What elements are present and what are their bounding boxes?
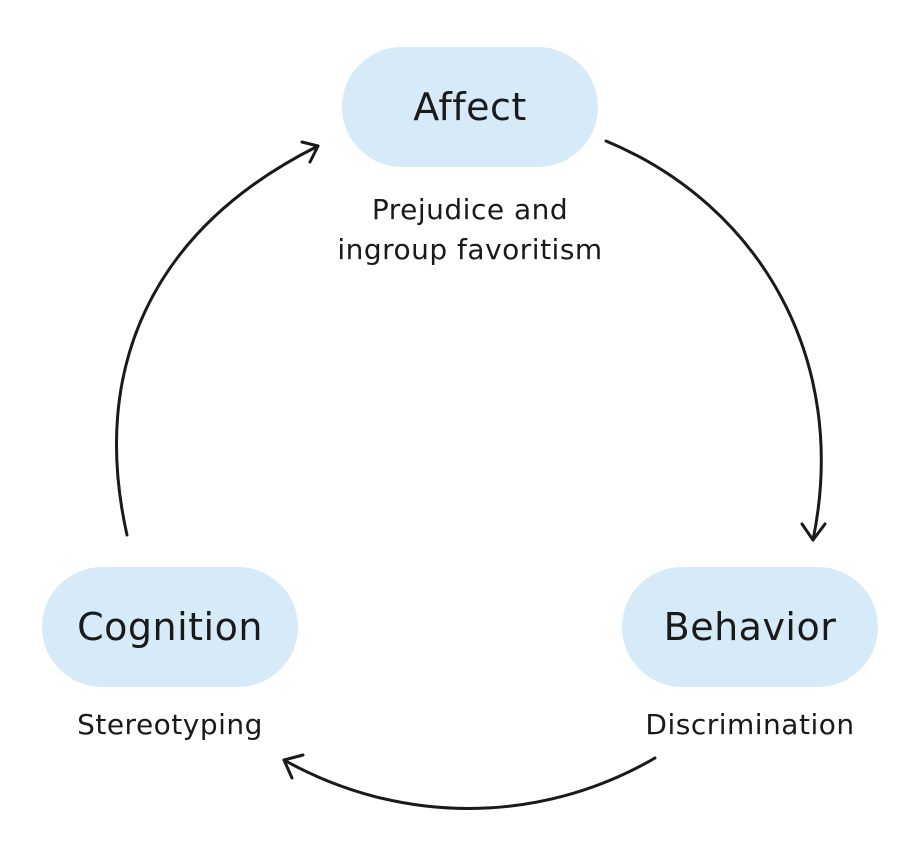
behavior-description: Discrimination <box>645 708 855 741</box>
arrow-behavior-to-cognition <box>282 756 657 810</box>
affect-label: Affect <box>413 85 527 129</box>
behavior-label: Behavior <box>663 605 837 649</box>
arrowhead-affect-to-behavior <box>800 522 827 542</box>
arrowhead-cognition-to-affect <box>300 140 320 164</box>
arrowhead-behavior-to-cognition <box>282 753 305 780</box>
cognition-description: Stereotyping <box>77 708 263 741</box>
cognition-node: Cognition <box>42 567 298 687</box>
behavior-node: Behavior <box>622 567 878 687</box>
arrow-cognition-to-affect <box>115 144 320 537</box>
cognition-label: Cognition <box>77 605 263 649</box>
arrow-affect-to-behavior <box>604 139 823 542</box>
affect-description-line1: Prejudice and <box>371 193 569 226</box>
affect-node: Affect <box>342 47 598 167</box>
affect-description: Prejudice and ingroup favoritism <box>300 190 640 270</box>
affect-description-line2: ingroup favoritism <box>337 233 603 266</box>
